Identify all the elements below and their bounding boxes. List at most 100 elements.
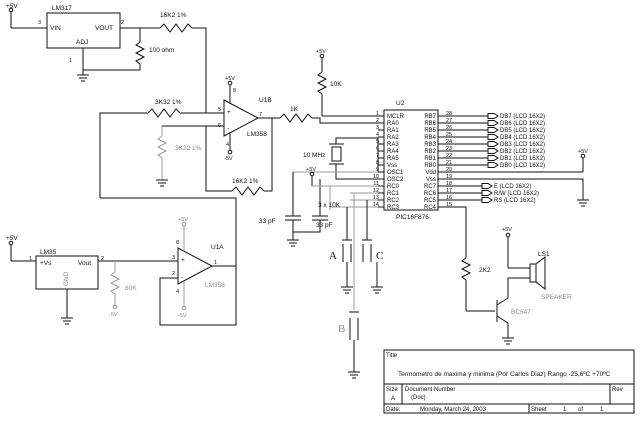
u1b-ref: U1B xyxy=(259,97,272,104)
button-a[interactable]: A xyxy=(329,236,352,262)
date-value: Monday, March 24, 2003 xyxy=(420,407,487,413)
pic-pin-name: RB1 xyxy=(424,156,436,162)
title-text: Termometro de maxima y minima (Por Carlo… xyxy=(398,371,611,378)
lm317-name: LM317 xyxy=(52,5,72,12)
r-3k32b-label: 3K32 1% xyxy=(175,145,202,152)
lcd-data-label: DB6 (LCD 16X2) xyxy=(500,121,545,127)
pic-pin-name: RB5 xyxy=(424,128,436,134)
docnum-value: (Doc) xyxy=(411,395,426,401)
pic-pin-name: RB0 xyxy=(424,163,436,169)
sheet-value: 1 xyxy=(563,407,567,413)
pic-pin-number: 23 xyxy=(446,146,452,152)
title-block: Title Termometro de maxima y minima (Por… xyxy=(383,349,635,414)
button-b-label: B xyxy=(338,323,345,335)
pic-pin-name: RA4 xyxy=(387,149,399,155)
crystal-label: 10 MHz xyxy=(303,152,325,159)
ground-symbol xyxy=(341,286,353,294)
pic-pin-number: 19 xyxy=(446,174,452,180)
u1b-pin5: 5 xyxy=(218,107,221,113)
pic-pin-number: 22 xyxy=(446,153,452,159)
lcd-data-label: DB1 (LCD 16X2) xyxy=(500,156,545,162)
pic-pin-number: 11 xyxy=(373,181,379,187)
r-3x10k-label: 3 x 10K xyxy=(318,202,341,209)
lcd-ctrl-arrow xyxy=(481,197,493,203)
pic-pin-name: OSC2 xyxy=(387,177,404,183)
pic-pin-number: 4 xyxy=(376,132,379,138)
lcd-data-arrow xyxy=(487,155,499,161)
lcd-ctrl-label: E (LCD 16X2) xyxy=(494,184,531,190)
pic-pin-name: Vdd xyxy=(425,170,436,176)
pic-pin-number: 1 xyxy=(376,111,379,117)
button-a-label: A xyxy=(329,250,337,262)
pic-pin-number: 7 xyxy=(376,153,379,159)
button-c[interactable]: C xyxy=(362,236,383,262)
ground-symbol xyxy=(77,74,89,82)
u1b-plus: + xyxy=(227,109,231,116)
lm35-vs: +Vs xyxy=(40,260,52,267)
pic-pin-name: OSC1 xyxy=(387,170,404,176)
pic-pin-number: 27 xyxy=(446,118,452,124)
pic-name: PIC16F876 xyxy=(396,214,429,221)
pic-pin-name: RB2 xyxy=(424,149,436,155)
r-60k-vee: -5V xyxy=(109,312,118,318)
pic-pin-name: RC1 xyxy=(387,191,400,197)
ground-symbol xyxy=(61,317,73,325)
rev-label: Rev xyxy=(612,387,623,393)
resistor-100-ohm: 100 ohm xyxy=(134,41,174,65)
pic-pin-name: RA3 xyxy=(387,142,399,148)
capacitor-33pf-2: 33 pF xyxy=(312,215,333,229)
lm35-gnd: GND xyxy=(63,271,70,286)
u1a-pin4: 4 xyxy=(176,289,179,295)
pic-pin-number: 10 xyxy=(373,174,379,180)
u1a-vcc-label: +5V xyxy=(178,217,188,223)
title-label: Title xyxy=(386,353,398,359)
right-supply-label: +5V xyxy=(578,149,588,155)
mclr-supply-label: +5V xyxy=(316,49,326,55)
lm317-vin: VIN xyxy=(50,25,61,32)
resistor-2k2: 2K2 xyxy=(460,257,491,311)
r-60k-label: 60K xyxy=(125,285,137,292)
of-label: of xyxy=(578,407,583,413)
pic-pin-name: RC4 xyxy=(424,205,437,211)
pic-pin-name: Vss xyxy=(426,177,436,183)
lcd-ctrl-arrow xyxy=(481,183,493,189)
speaker-ls1: LS1 SPEAKER xyxy=(529,251,572,301)
u1a-vee-label: -5V xyxy=(178,313,187,319)
pic-pin-name: RC6 xyxy=(424,191,437,197)
lcd-control-bus: E (LCD 16X2)R/W (LCD 16X2)RS (LCD 16X2) xyxy=(458,183,539,204)
cap2-label: 33 pF xyxy=(316,222,333,229)
transistor-label: BC547 xyxy=(511,309,531,316)
pic-pin-number: 24 xyxy=(446,139,452,145)
size-label: Size xyxy=(386,387,398,393)
pic-pin-name: RB3 xyxy=(424,142,436,148)
pic-pin-number: 13 xyxy=(373,195,379,201)
lm35-pin1: 1 xyxy=(29,256,32,262)
lcd-data-label: DB7 (LCD 16X2) xyxy=(500,114,545,120)
u1a-pin1: 1 xyxy=(214,260,217,266)
pic-pin-number: 12 xyxy=(373,188,379,194)
pic-pin-number: 17 xyxy=(446,188,452,194)
lm317-regulator: LM317 VIN VOUT ADJ 3 2 1 xyxy=(38,5,124,64)
button-c-label: C xyxy=(376,250,383,262)
pic-pin-name: RC7 xyxy=(424,184,437,190)
u1a-minus: - xyxy=(181,274,183,281)
u1b-pin7: 7 xyxy=(259,112,262,118)
cap1-label: 33 pF xyxy=(259,218,276,225)
lcd-data-label: DB2 (LCD 16X2) xyxy=(500,149,545,155)
pic-pin-number: 28 xyxy=(446,111,452,117)
pic-ref: U2 xyxy=(396,100,405,107)
sheet-label: Sheet xyxy=(531,407,547,413)
lcd-data-label: DB3 (LCD 16X2) xyxy=(500,142,545,148)
lcd-data-label: DB0 (LCD 16X2) xyxy=(500,163,545,169)
of-value: 1 xyxy=(600,407,604,413)
pic-pin-name: RA0 xyxy=(387,121,399,127)
pullup-supply-label: +5V xyxy=(306,167,316,173)
pic-pin-number: 9 xyxy=(376,167,379,173)
pic-pin-number: 3 xyxy=(376,125,379,131)
lm317-pin-vin: 3 xyxy=(38,20,41,26)
button-b[interactable]: B xyxy=(338,193,359,340)
docnum-label: Document Number xyxy=(405,387,455,393)
speaker-supply-label: +5V xyxy=(502,227,512,233)
pic-pin-name: RC0 xyxy=(387,184,400,190)
